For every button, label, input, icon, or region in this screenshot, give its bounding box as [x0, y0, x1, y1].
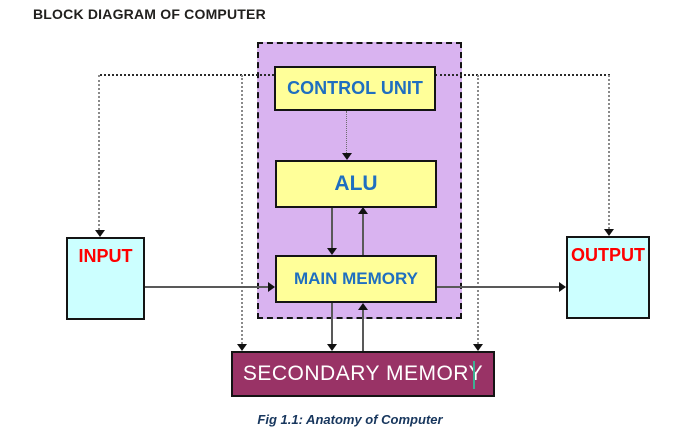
figure-caption: Fig 1.1: Anatomy of Computer [257, 412, 443, 427]
secondary-memory-box: SECONDARY MEMORY [231, 351, 495, 397]
main-memory-label: MAIN MEMORY [293, 269, 419, 288]
input-box: INPUT [66, 237, 145, 320]
control-line-to-secondary-left [241, 75, 243, 344]
text-cursor [473, 361, 475, 389]
connector-mainmemory-to-output [437, 286, 559, 288]
main-memory-box: MAIN MEMORY [275, 255, 437, 303]
control-line-left-horizontal [100, 74, 274, 76]
output-label: OUTPUT [571, 245, 645, 265]
arrowhead-into-alu-bottom [358, 207, 368, 214]
arrowhead-into-secondary-right [473, 344, 483, 351]
control-unit-label: CONTROL UNIT [287, 78, 423, 98]
arrowhead-into-output-top [604, 229, 614, 236]
control-line-to-input [98, 75, 100, 230]
arrowhead-into-mainmemory-top [327, 248, 337, 255]
connector-alu-to-mainmemory [331, 207, 333, 248]
arrowhead-into-secondary-center [327, 344, 337, 351]
arrowhead-into-mainmemory-left [268, 282, 275, 292]
secondary-memory-label: SECONDARY MEMORY [242, 362, 484, 385]
control-unit-box: CONTROL UNIT [274, 66, 436, 111]
alu-label: ALU [334, 172, 378, 195]
arrowhead-into-output-left [559, 282, 566, 292]
connector-cu-to-alu [346, 111, 347, 153]
control-line-to-secondary-right [477, 75, 479, 344]
connector-input-to-mainmemory [145, 286, 268, 288]
alu-box: ALU [275, 160, 437, 208]
arrowhead-into-mainmemory-bottom [358, 303, 368, 310]
input-label: INPUT [78, 246, 133, 266]
connector-mainmemory-to-secondary [331, 303, 333, 344]
control-line-right-horizontal [435, 74, 610, 76]
control-line-to-output [608, 75, 610, 229]
output-box: OUTPUT [566, 236, 650, 319]
arrowhead-into-input-top [95, 230, 105, 237]
arrowhead-into-alu-top [342, 153, 352, 160]
connector-mainmemory-to-alu [362, 214, 364, 255]
arrowhead-into-secondary-left [237, 344, 247, 351]
diagram-title: BLOCK DIAGRAM OF COMPUTER [33, 6, 266, 22]
connector-secondary-to-mainmemory [362, 310, 364, 351]
